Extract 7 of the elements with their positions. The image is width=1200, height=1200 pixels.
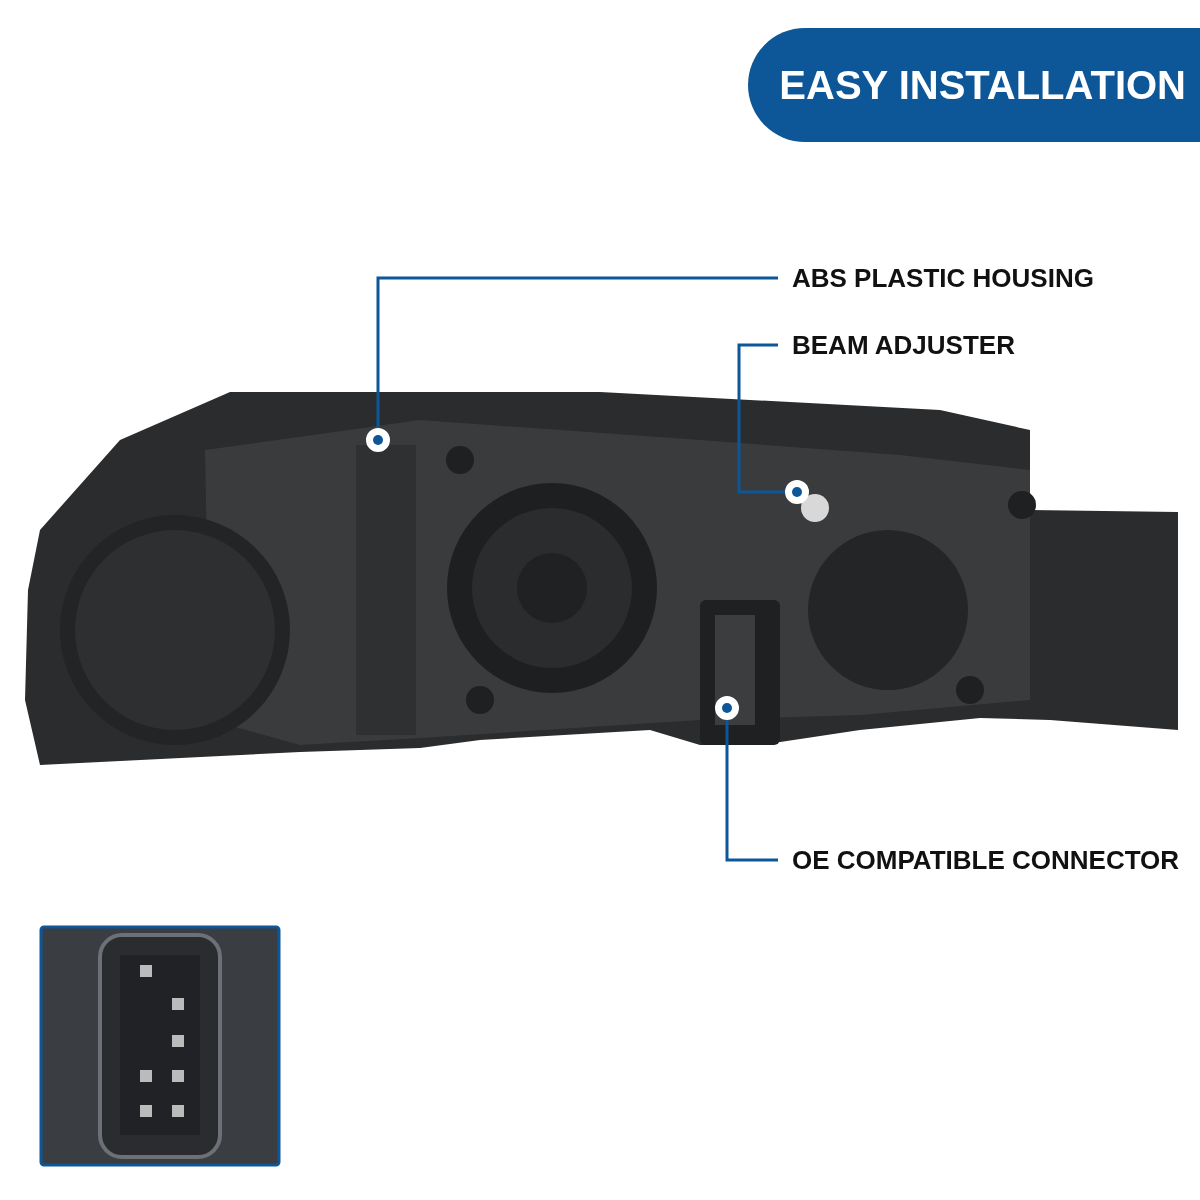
leader-line [737, 343, 785, 494]
callout-label: BEAM ADJUSTER [792, 330, 1015, 360]
callout-label: OE COMPATIBLE CONNECTOR [792, 845, 1180, 875]
title-banner: EASY INSTALLATION [748, 28, 1200, 142]
leader-line [725, 720, 778, 862]
callout-label: ABS PLASTIC HOUSING [792, 263, 1094, 293]
leader-line [376, 276, 778, 428]
